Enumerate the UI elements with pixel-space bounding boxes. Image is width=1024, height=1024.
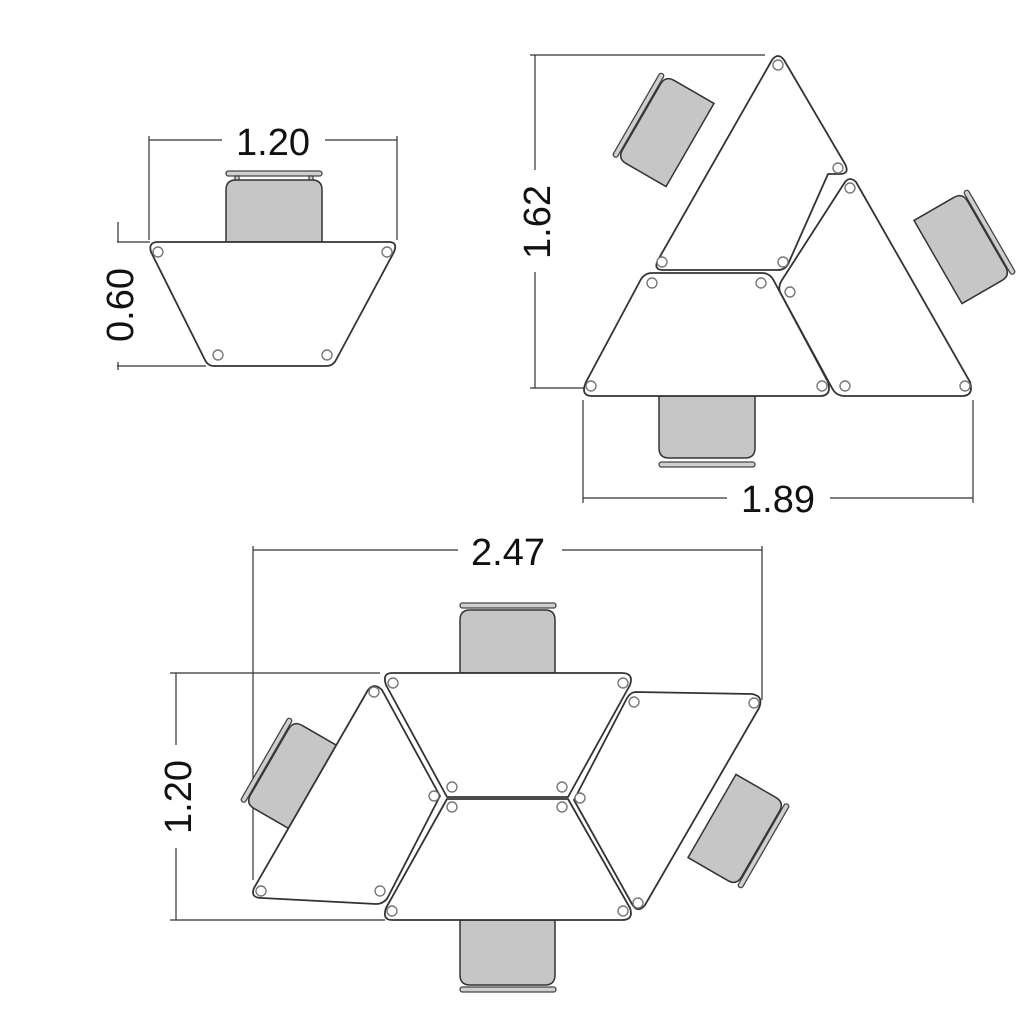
- chair: [612, 72, 716, 188]
- desk-trapezoid: [573, 691, 762, 911]
- chair: [912, 189, 1016, 305]
- chair: [240, 717, 344, 833]
- height-label: 1.62: [517, 185, 559, 259]
- dimension-width-triangle: 1.89: [582, 400, 974, 521]
- layout-triangle-cluster: 1.62 1.89: [517, 54, 1016, 521]
- dimension-depth-single: 0.60: [100, 222, 206, 370]
- chair: [459, 602, 557, 674]
- layout-single: 1.20 0.60: [100, 122, 398, 370]
- layout-hexagon-cluster: 2.47 1.20: [158, 532, 790, 993]
- desk-trapezoid: [252, 685, 441, 905]
- width-label: 1.89: [741, 479, 815, 521]
- chair: [686, 773, 790, 889]
- depth-label: 0.60: [100, 268, 142, 342]
- dimension-width-hexagon: 2.47: [252, 532, 763, 880]
- desk-trapezoid: [655, 55, 848, 271]
- width-label: 1.20: [236, 122, 310, 164]
- desk-trapezoid: [149, 241, 397, 367]
- desk-trapezoid: [383, 798, 632, 921]
- desk-trapezoid: [778, 178, 972, 397]
- dimension-width-single: 1.20: [148, 122, 398, 240]
- dimension-height-hexagon: 1.20: [158, 672, 385, 921]
- width-label: 2.47: [471, 532, 545, 574]
- desk-trapezoid: [583, 272, 830, 397]
- dimension-height-triangle: 1.62: [517, 54, 765, 389]
- chair: [225, 170, 323, 243]
- desk-trapezoid: [383, 672, 632, 798]
- chair: [459, 919, 557, 993]
- height-label: 1.20: [158, 760, 200, 834]
- chair: [658, 395, 756, 468]
